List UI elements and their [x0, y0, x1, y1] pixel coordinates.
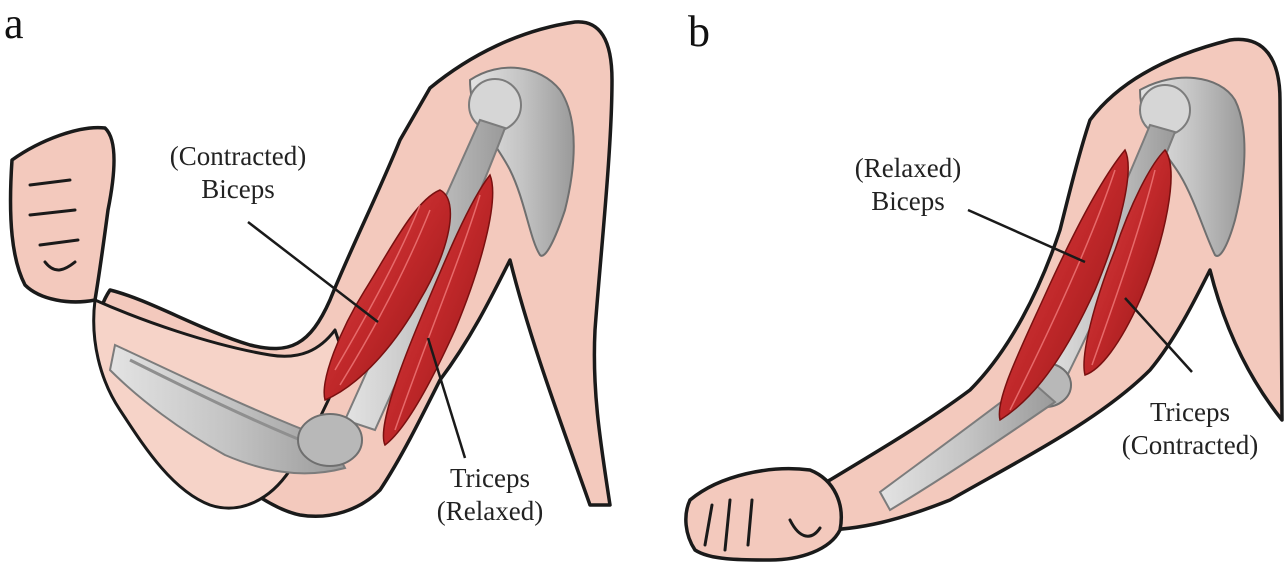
- panel-a-humerus-head: [469, 79, 521, 131]
- panel-a-biceps-state: (Contracted): [148, 140, 328, 173]
- panel-b-humerus-head: [1140, 85, 1190, 135]
- panel-b-biceps-state: (Relaxed): [838, 152, 978, 185]
- panel-b-triceps-name: Triceps: [1100, 396, 1280, 429]
- panel-b-letter: b: [688, 10, 710, 54]
- panel-b-triceps-state: (Contracted): [1100, 429, 1280, 462]
- panel-b-triceps-label: Triceps (Contracted): [1100, 396, 1280, 462]
- panel-a-triceps-state: (Relaxed): [410, 495, 570, 528]
- panel-a-elbow-joint: [298, 414, 362, 466]
- panel-a-biceps-name: Biceps: [148, 173, 328, 206]
- panel-a-triceps-label: Triceps (Relaxed): [410, 462, 570, 528]
- panel-a-letter: a: [4, 2, 24, 46]
- panel-b-biceps-label: (Relaxed) Biceps: [838, 152, 978, 218]
- panel-b-arm: [686, 39, 1282, 560]
- panel-a-arm: [11, 22, 612, 516]
- panel-a-biceps-label: (Contracted) Biceps: [148, 140, 328, 206]
- panel-b-biceps-name: Biceps: [838, 185, 978, 218]
- panel-a-triceps-name: Triceps: [410, 462, 570, 495]
- panel-a-fist: [11, 128, 114, 302]
